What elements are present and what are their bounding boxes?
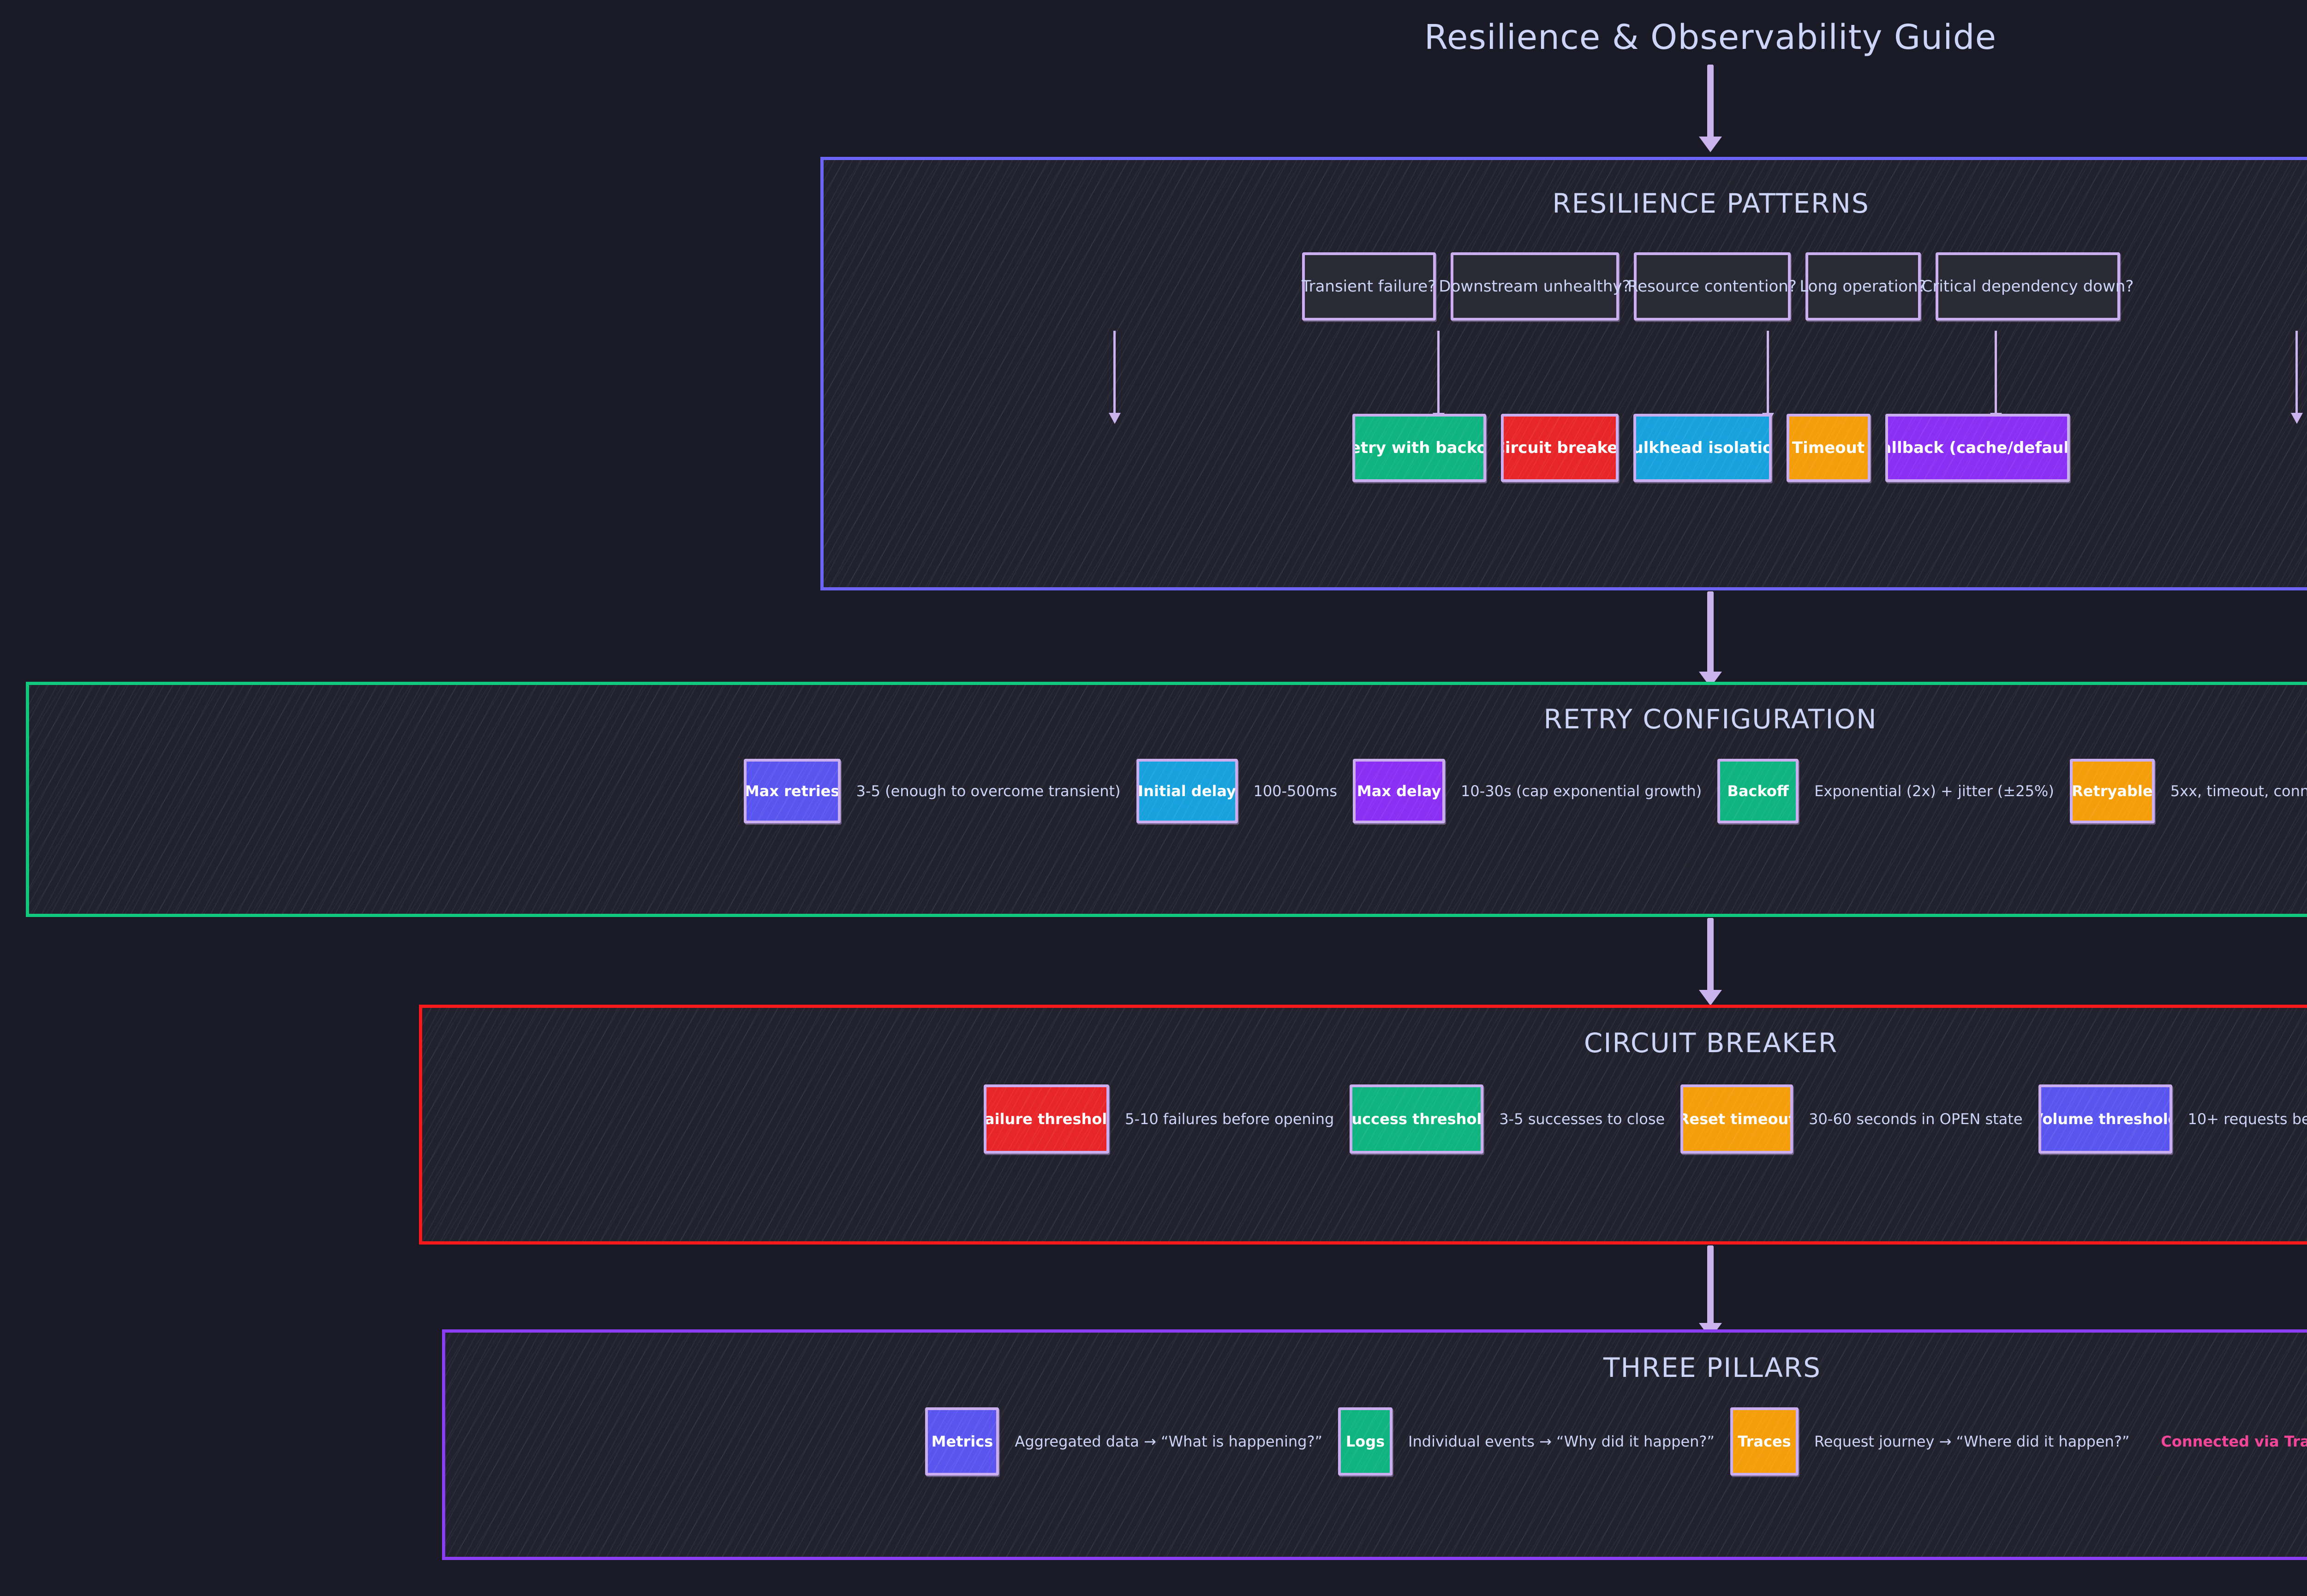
chip-max-retries[interactable]: Max retries — [743, 759, 841, 823]
chip-logs[interactable]: Logs — [1338, 1407, 1393, 1476]
chip-initial-delay[interactable]: Initial delay — [1136, 759, 1238, 823]
decision-row: Transient failure? Downstream unhealthy?… — [824, 252, 2307, 321]
page-title: Resilience & Observability Guide — [1424, 18, 1997, 57]
retry-config-row: Max retries 3-5 (enough to overcome tran… — [29, 759, 2307, 823]
desc-success-threshold: 3-5 successes to close — [1499, 1110, 1665, 1128]
desc-volume-threshold: 10+ requests before evaluating — [2187, 1110, 2307, 1128]
chip-label: Max retries — [744, 782, 840, 800]
arrow-title-to-resilience — [1707, 65, 1714, 138]
pattern-row: Retry with backoff Circuit breaker Bulkh… — [824, 414, 2307, 482]
desc-logs: Individual events → “Why did it happen?” — [1408, 1433, 1715, 1450]
decision-label: Transient failure? — [1301, 277, 1436, 296]
pattern-label: Bulkhead isolation — [1633, 439, 1769, 457]
arrow-resource-to-bulkhead — [1767, 331, 1769, 414]
three-pillars-note: Connected via Trace ID / Correlation ID — [2161, 1433, 2307, 1450]
decision-label: Long operation? — [1799, 277, 1926, 296]
pattern-box-fallback[interactable]: Fallback (cache/default) — [1885, 414, 2070, 482]
desc-retryable: 5xx, timeout, connection errors — [2170, 782, 2307, 800]
pattern-box-bulkhead-isolation[interactable]: Bulkhead isolation — [1633, 414, 1772, 482]
arrow-transient-to-retry — [1113, 331, 1116, 414]
chip-retryable[interactable]: Retryable — [2069, 759, 2155, 823]
chip-label: Reset timeout — [1680, 1110, 1793, 1128]
arrow-long-op-to-timeout — [1995, 331, 1997, 414]
section-title-three-pillars: THREE PILLARS — [1603, 1352, 1821, 1383]
chip-label: Metrics — [931, 1433, 993, 1450]
chip-label: Initial delay — [1138, 782, 1236, 800]
pattern-box-timeout[interactable]: Timeout — [1786, 414, 1871, 482]
chip-label: Failure threshold — [985, 1110, 1107, 1128]
decision-label: Critical dependency down? — [1921, 277, 2134, 296]
chip-label: Volume threshold — [2038, 1110, 2172, 1128]
chip-label: Max delay — [1357, 782, 1441, 800]
chip-max-delay[interactable]: Max delay — [1353, 759, 1446, 823]
pattern-label: Fallback (cache/default) — [1888, 439, 2069, 457]
chip-metrics[interactable]: Metrics — [925, 1407, 999, 1476]
pattern-label: Circuit breaker — [1504, 439, 1618, 457]
chip-volume-threshold[interactable]: Volume threshold — [2038, 1084, 2172, 1154]
decision-box-long-operation[interactable]: Long operation? — [1799, 252, 1926, 321]
decision-box-transient-failure[interactable]: Transient failure? — [1302, 252, 1436, 321]
arrow-retry-config-to-circuit-breaker — [1707, 918, 1714, 992]
section-title-resilience: RESILIENCE PATTERNS — [1552, 188, 1870, 219]
desc-backoff: Exponential (2x) + jitter (±25%) — [1814, 782, 2054, 800]
desc-reset-timeout: 30-60 seconds in OPEN state — [1809, 1110, 2023, 1128]
decision-label: Resource contention? — [1627, 277, 1797, 296]
desc-initial-delay: 100-500ms — [1253, 782, 1338, 800]
desc-failure-threshold: 5-10 failures before opening — [1125, 1110, 1334, 1128]
chip-failure-threshold[interactable]: Failure threshold — [984, 1084, 1110, 1154]
section-resilience-patterns: RESILIENCE PATTERNS Transient failure? D… — [820, 157, 2307, 590]
chip-label: Traces — [1738, 1433, 1791, 1450]
circuit-breaker-row: Failure threshold 5-10 failures before o… — [422, 1084, 2307, 1154]
three-pillars-row: Metrics Aggregated data → “What is happe… — [445, 1407, 2307, 1476]
pattern-label: Timeout — [1792, 439, 1865, 457]
chip-backoff[interactable]: Backoff — [1717, 759, 1799, 823]
chip-reset-timeout[interactable]: Reset timeout — [1680, 1084, 1793, 1154]
chip-label: Retryable — [2072, 782, 2153, 800]
pattern-box-circuit-breaker[interactable]: Circuit breaker — [1500, 414, 1619, 482]
decision-label: Downstream unhealthy? — [1439, 277, 1631, 296]
desc-max-delay: 10-30s (cap exponential growth) — [1461, 782, 1702, 800]
desc-traces: Request journey → “Where did it happen?” — [1814, 1433, 2130, 1450]
section-three-pillars: THREE PILLARS Metrics Aggregated data → … — [442, 1329, 2307, 1560]
arrow-circuit-breaker-to-three-pillars — [1707, 1245, 1714, 1325]
pattern-label: Retry with backoff — [1355, 439, 1486, 457]
section-title-circuit-breaker: CIRCUIT BREAKER — [1584, 1027, 1838, 1059]
chip-success-threshold[interactable]: Success threshold — [1350, 1084, 1484, 1154]
section-title-retry-configuration: RETRY CONFIGURATION — [1543, 703, 1877, 735]
pattern-box-retry-with-backoff[interactable]: Retry with backoff — [1352, 414, 1486, 482]
arrow-downstream-to-breaker — [1437, 331, 1440, 414]
decision-box-critical-dependency-down[interactable]: Critical dependency down? — [1922, 252, 2134, 321]
chip-traces[interactable]: Traces — [1730, 1407, 1799, 1476]
desc-metrics: Aggregated data → “What is happening?” — [1015, 1433, 1323, 1450]
chip-label: Logs — [1345, 1433, 1385, 1450]
arrow-critical-to-fallback — [2295, 331, 2298, 414]
arrow-resilience-to-retry-config — [1707, 591, 1714, 673]
hatch-texture — [824, 160, 2307, 587]
section-retry-configuration: RETRY CONFIGURATION Max retries 3-5 (eno… — [26, 682, 2307, 917]
desc-max-retries: 3-5 (enough to overcome transient) — [856, 782, 1121, 800]
chip-label: Success threshold — [1351, 1110, 1482, 1128]
section-circuit-breaker: CIRCUIT BREAKER Failure threshold 5-10 f… — [419, 1005, 2307, 1245]
decision-box-downstream-unhealthy[interactable]: Downstream unhealthy? — [1439, 252, 1631, 321]
decision-box-resource-contention[interactable]: Resource contention? — [1627, 252, 1797, 321]
chip-label: Backoff — [1727, 782, 1789, 800]
